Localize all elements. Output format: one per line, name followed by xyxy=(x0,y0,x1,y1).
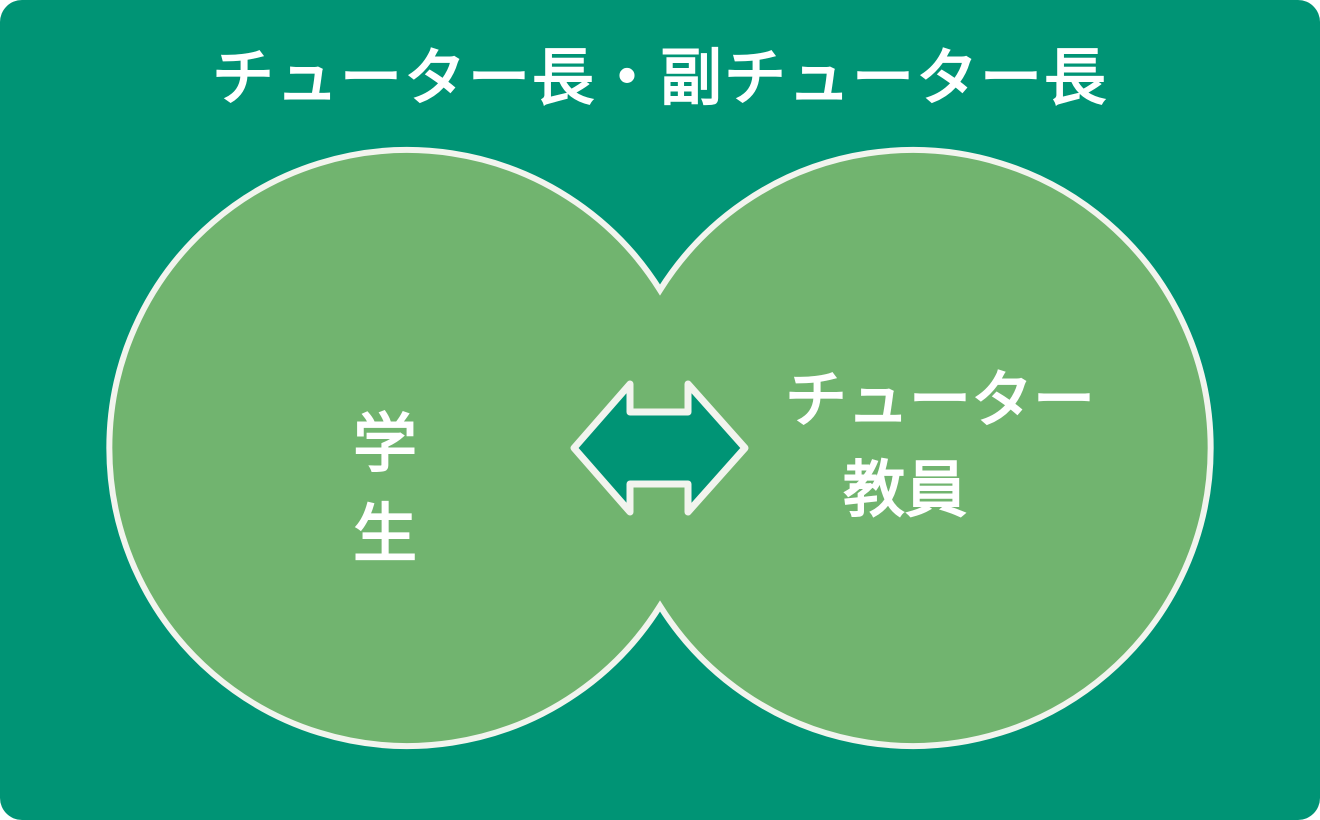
student-label: 学 生 xyxy=(353,408,457,572)
faculty-label: 教員 xyxy=(842,453,967,526)
diagram-title: チューター長・副チューター長 xyxy=(211,41,1108,114)
double-headed-arrow-icon xyxy=(570,380,749,516)
tutor-label: チューター xyxy=(784,363,1095,436)
